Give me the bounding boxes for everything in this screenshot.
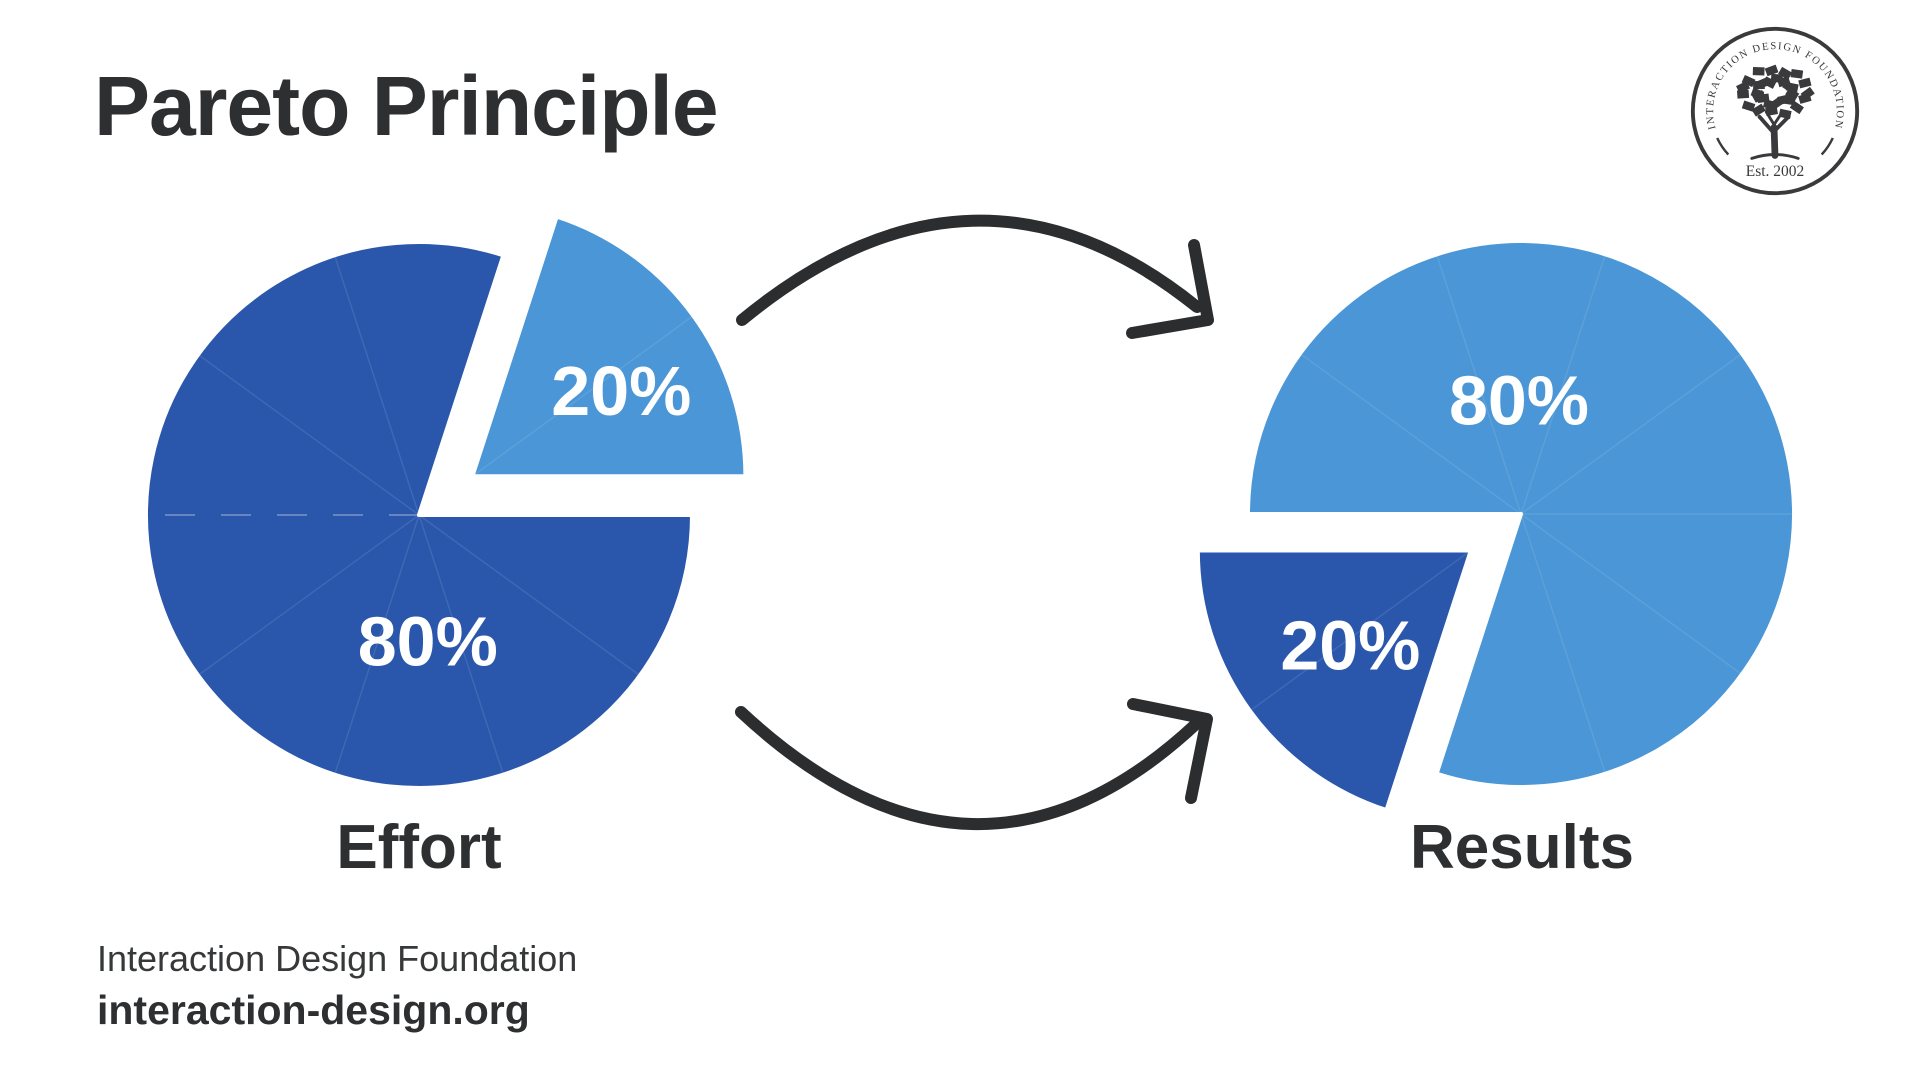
effort-pie-slice-80%: [144, 240, 694, 790]
logo-book-leaf: [1798, 92, 1812, 104]
logo-book-leaf: [1785, 87, 1800, 101]
logo-book-leaf: [1741, 74, 1756, 88]
segment-divider: [1520, 256, 1606, 515]
footer: Interaction Design Foundation interactio…: [97, 938, 577, 1034]
logo-book-leaf: [1752, 66, 1765, 76]
segment-divider: [1520, 354, 1741, 515]
segment-divider: [334, 514, 420, 773]
segment-divider: [471, 316, 693, 477]
segment-divider: [1520, 513, 1606, 772]
logo-book-leaf: [1790, 69, 1804, 79]
logo-left-flourish: [1716, 137, 1730, 156]
segment-divider: [199, 355, 420, 516]
segment-divider: [1436, 256, 1522, 515]
flow-arrow-top: [736, 214, 1214, 339]
results-caption: Results: [1410, 813, 1634, 882]
effort-caption: Effort: [336, 813, 502, 882]
logo-est-label: Est. 2002: [1746, 163, 1804, 180]
segment-divider: [418, 514, 639, 675]
effort-pie-label-20%: 20%: [551, 352, 691, 430]
logo-book-leaf: [1736, 89, 1750, 99]
segment-divider: [334, 257, 420, 516]
page-title: Pareto Principle: [94, 59, 719, 153]
logo-book-leaf: [1751, 103, 1766, 117]
logo-book-leaf: [1798, 77, 1812, 89]
logo-arc-label: INTERACTION DESIGN FOUNDATION: [1705, 41, 1845, 130]
logo-right-flourish: [1820, 137, 1834, 156]
logo-book-leaf: [1741, 100, 1756, 112]
results-pie: 20% 80%: [1195, 239, 1796, 813]
flow-arrow-top-head: [1126, 239, 1214, 339]
effort-pie-slice-20%: [470, 214, 748, 479]
segment-divider: [1251, 549, 1472, 711]
logo-book-leaf: [1736, 81, 1751, 94]
idf-logo: INTERACTION DESIGN FOUNDATION Est. 2002: [1690, 26, 1860, 196]
logo-outer-circle: [1690, 26, 1860, 196]
segment-divider: [418, 514, 504, 773]
footer-website: interaction-design.org: [97, 987, 530, 1033]
logo-book-leaf: [1764, 64, 1779, 77]
results-pie-label-20%: 20%: [1280, 607, 1420, 685]
effort-pie-label-80%: 80%: [358, 602, 498, 680]
logo-tree-books: [1736, 64, 1815, 120]
segment-divider: [199, 514, 420, 675]
flow-arrow-bottom: [735, 698, 1213, 830]
footer-org-name: Interaction Design Foundation: [97, 938, 578, 979]
pie-charts: 20% 80% 20% 80%: [144, 214, 1796, 813]
logo-book-leaf: [1778, 108, 1792, 120]
flow-arrow-top-curve: [736, 214, 1203, 326]
results-pie-slice-20%: [1195, 548, 1473, 813]
logo-arc-textpath: INTERACTION DESIGN FOUNDATION: [1705, 41, 1843, 130]
effort-pie: 20% 80%: [144, 214, 748, 790]
flow-arrow-bottom-curve: [735, 706, 1202, 830]
flow-arrow-bottom-head: [1127, 698, 1213, 804]
logo-book-leaf: [1778, 66, 1793, 80]
results-pie-slice-80%: [1246, 239, 1796, 789]
segment-divider: [1520, 513, 1741, 674]
results-pie-label-80%: 80%: [1449, 361, 1589, 439]
logo-book-leaf: [1753, 80, 1765, 90]
logo-tree: [1736, 64, 1815, 160]
segment-divider: [1301, 354, 1522, 515]
